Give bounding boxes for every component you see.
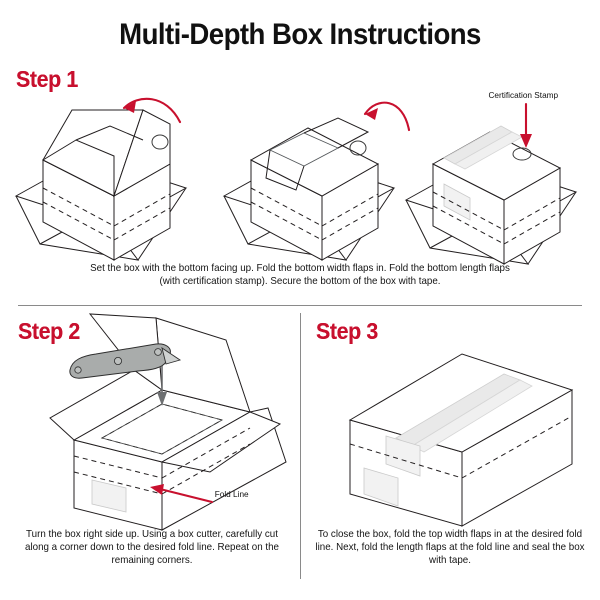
fold-line-annotation: Fold Line bbox=[214, 489, 249, 499]
step-1-caption: Set the box with the bottom facing up. F… bbox=[90, 263, 510, 288]
step-3-label: Step 3 bbox=[316, 318, 378, 344]
step1-box-c-illustration bbox=[404, 125, 578, 265]
page-title: Multi-Depth Box Instructions bbox=[119, 18, 481, 51]
step-2-caption: Turn the box right side up. Using a box … bbox=[25, 529, 279, 567]
step-3-caption: To close the box, fold the top width fla… bbox=[315, 529, 585, 567]
step1-box-a-illustration bbox=[14, 109, 188, 261]
fold-line-arrow-icon bbox=[150, 484, 214, 504]
rotate-arrow-icon-1 bbox=[122, 97, 182, 124]
vertical-divider bbox=[300, 313, 301, 579]
step-2-label: Step 2 bbox=[18, 318, 80, 344]
certification-stamp-annotation: Certification Stamp bbox=[488, 90, 559, 100]
step1-box-b-illustration bbox=[222, 117, 396, 261]
step2-open-box-illustration bbox=[49, 313, 287, 531]
box-cutter-icon bbox=[69, 343, 182, 379]
rotate-arrow-icon-2 bbox=[363, 101, 411, 132]
horizontal-divider bbox=[18, 305, 582, 306]
certification-stamp-arrow-icon bbox=[520, 102, 532, 148]
step-1-label: Step 1 bbox=[16, 66, 78, 92]
step3-closed-box-illustration bbox=[348, 353, 574, 527]
